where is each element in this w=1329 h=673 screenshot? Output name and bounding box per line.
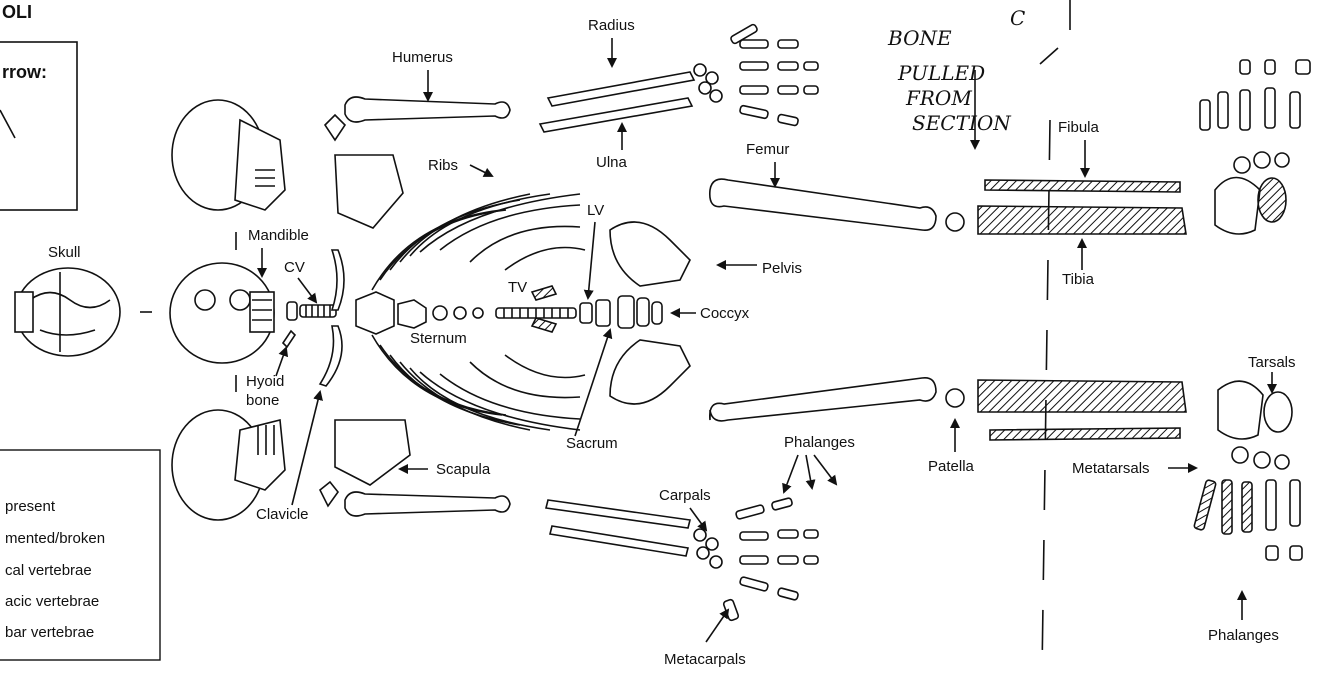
note-line-1: BONE <box>887 26 952 50</box>
note-line-4: SECTION <box>912 111 1012 135</box>
note-line-2: PULLED <box>897 61 985 85</box>
pelvis-lower <box>610 340 690 404</box>
fibula-upper <box>985 180 1180 192</box>
label-tarsals: Tarsals <box>1248 354 1296 371</box>
label-lv: LV <box>587 202 604 219</box>
label-radius: Radius <box>588 17 635 34</box>
skull-lateral-bottom <box>172 410 285 520</box>
skull-front <box>170 263 274 363</box>
label-cv: CV <box>284 259 305 276</box>
label-ulna: Ulna <box>596 154 628 171</box>
handwritten-note: C BONE PULLED FROM SECTION <box>887 6 1025 148</box>
sacrum <box>618 296 662 328</box>
radius-lower <box>546 500 690 528</box>
lumbar-vertebrae <box>580 300 610 326</box>
humerus-lower <box>345 492 510 516</box>
label-patella: Patella <box>928 458 975 475</box>
arrow-box-label: rrow: <box>2 62 47 82</box>
note-line-3: FROM <box>905 86 972 110</box>
label-scapula: Scapula <box>436 461 491 478</box>
label-metatarsals: Metatarsals <box>1072 460 1150 477</box>
hyoid-bone-shape <box>283 331 295 347</box>
label-ribs: Ribs <box>428 157 458 174</box>
tibia-upper <box>978 206 1186 234</box>
foot-upper <box>1200 60 1310 234</box>
foot-lower <box>1194 381 1302 560</box>
label-skull: Skull <box>48 244 81 261</box>
label-mandible: Mandible <box>248 227 309 244</box>
legend-box: present mented/broken cal vertebrae acic… <box>0 450 160 660</box>
label-tv: TV <box>508 279 527 296</box>
ribs-lower <box>372 335 585 430</box>
hand-upper <box>694 24 818 126</box>
femur-upper <box>710 179 936 230</box>
section-line-top <box>1040 0 1070 64</box>
sternum <box>356 292 483 334</box>
label-hyoid-2: bone <box>246 392 279 409</box>
label-metacarpals: Metacarpals <box>664 651 746 668</box>
humerus-upper <box>345 97 510 122</box>
label-clavicle: Clavicle <box>256 506 309 523</box>
clavicle-lower <box>320 326 342 386</box>
label-phalanges-foot: Phalanges <box>1208 627 1279 644</box>
label-fibula: Fibula <box>1058 119 1100 136</box>
patella-lower <box>946 389 964 407</box>
skull-top-view <box>15 268 120 356</box>
patella-upper <box>946 213 964 231</box>
note-line-0: C <box>1010 6 1025 30</box>
label-femur: Femur <box>746 141 789 158</box>
label-tibia: Tibia <box>1062 271 1095 288</box>
label-phalanges-hand: Phalanges <box>784 434 855 451</box>
label-sternum: Sternum <box>410 330 467 347</box>
label-hyoid: Hyoid <box>246 373 284 390</box>
label-pelvis: Pelvis <box>762 260 802 277</box>
legend-item-4: bar vertebrae <box>5 624 94 641</box>
pelvis-upper <box>610 222 690 286</box>
tibia-lower <box>978 380 1186 412</box>
header-title: OLI <box>2 2 32 22</box>
label-sacrum: Sacrum <box>566 435 618 452</box>
legend-item-0: present <box>5 498 56 515</box>
legend-item-1: mented/broken <box>5 530 105 547</box>
arrow-box-pointer <box>0 110 15 138</box>
femur-lower <box>710 378 936 421</box>
fibula-lower <box>990 428 1180 440</box>
cervical-vertebrae <box>287 302 336 320</box>
hand-lower <box>694 498 818 622</box>
label-carpals: Carpals <box>659 487 711 504</box>
scapula-lower <box>335 420 410 485</box>
ulna-lower <box>550 526 688 556</box>
arrow-box: rrow: <box>0 42 77 210</box>
clavicle-upper <box>332 250 344 310</box>
legend-item-3: acic vertebrae <box>5 593 99 610</box>
label-humerus: Humerus <box>392 49 453 66</box>
label-coccyx: Coccyx <box>700 305 750 322</box>
ribs-upper <box>372 194 585 290</box>
skull-lateral-top <box>172 100 285 210</box>
scapula-upper <box>335 155 403 228</box>
legend-item-2: cal vertebrae <box>5 562 92 579</box>
